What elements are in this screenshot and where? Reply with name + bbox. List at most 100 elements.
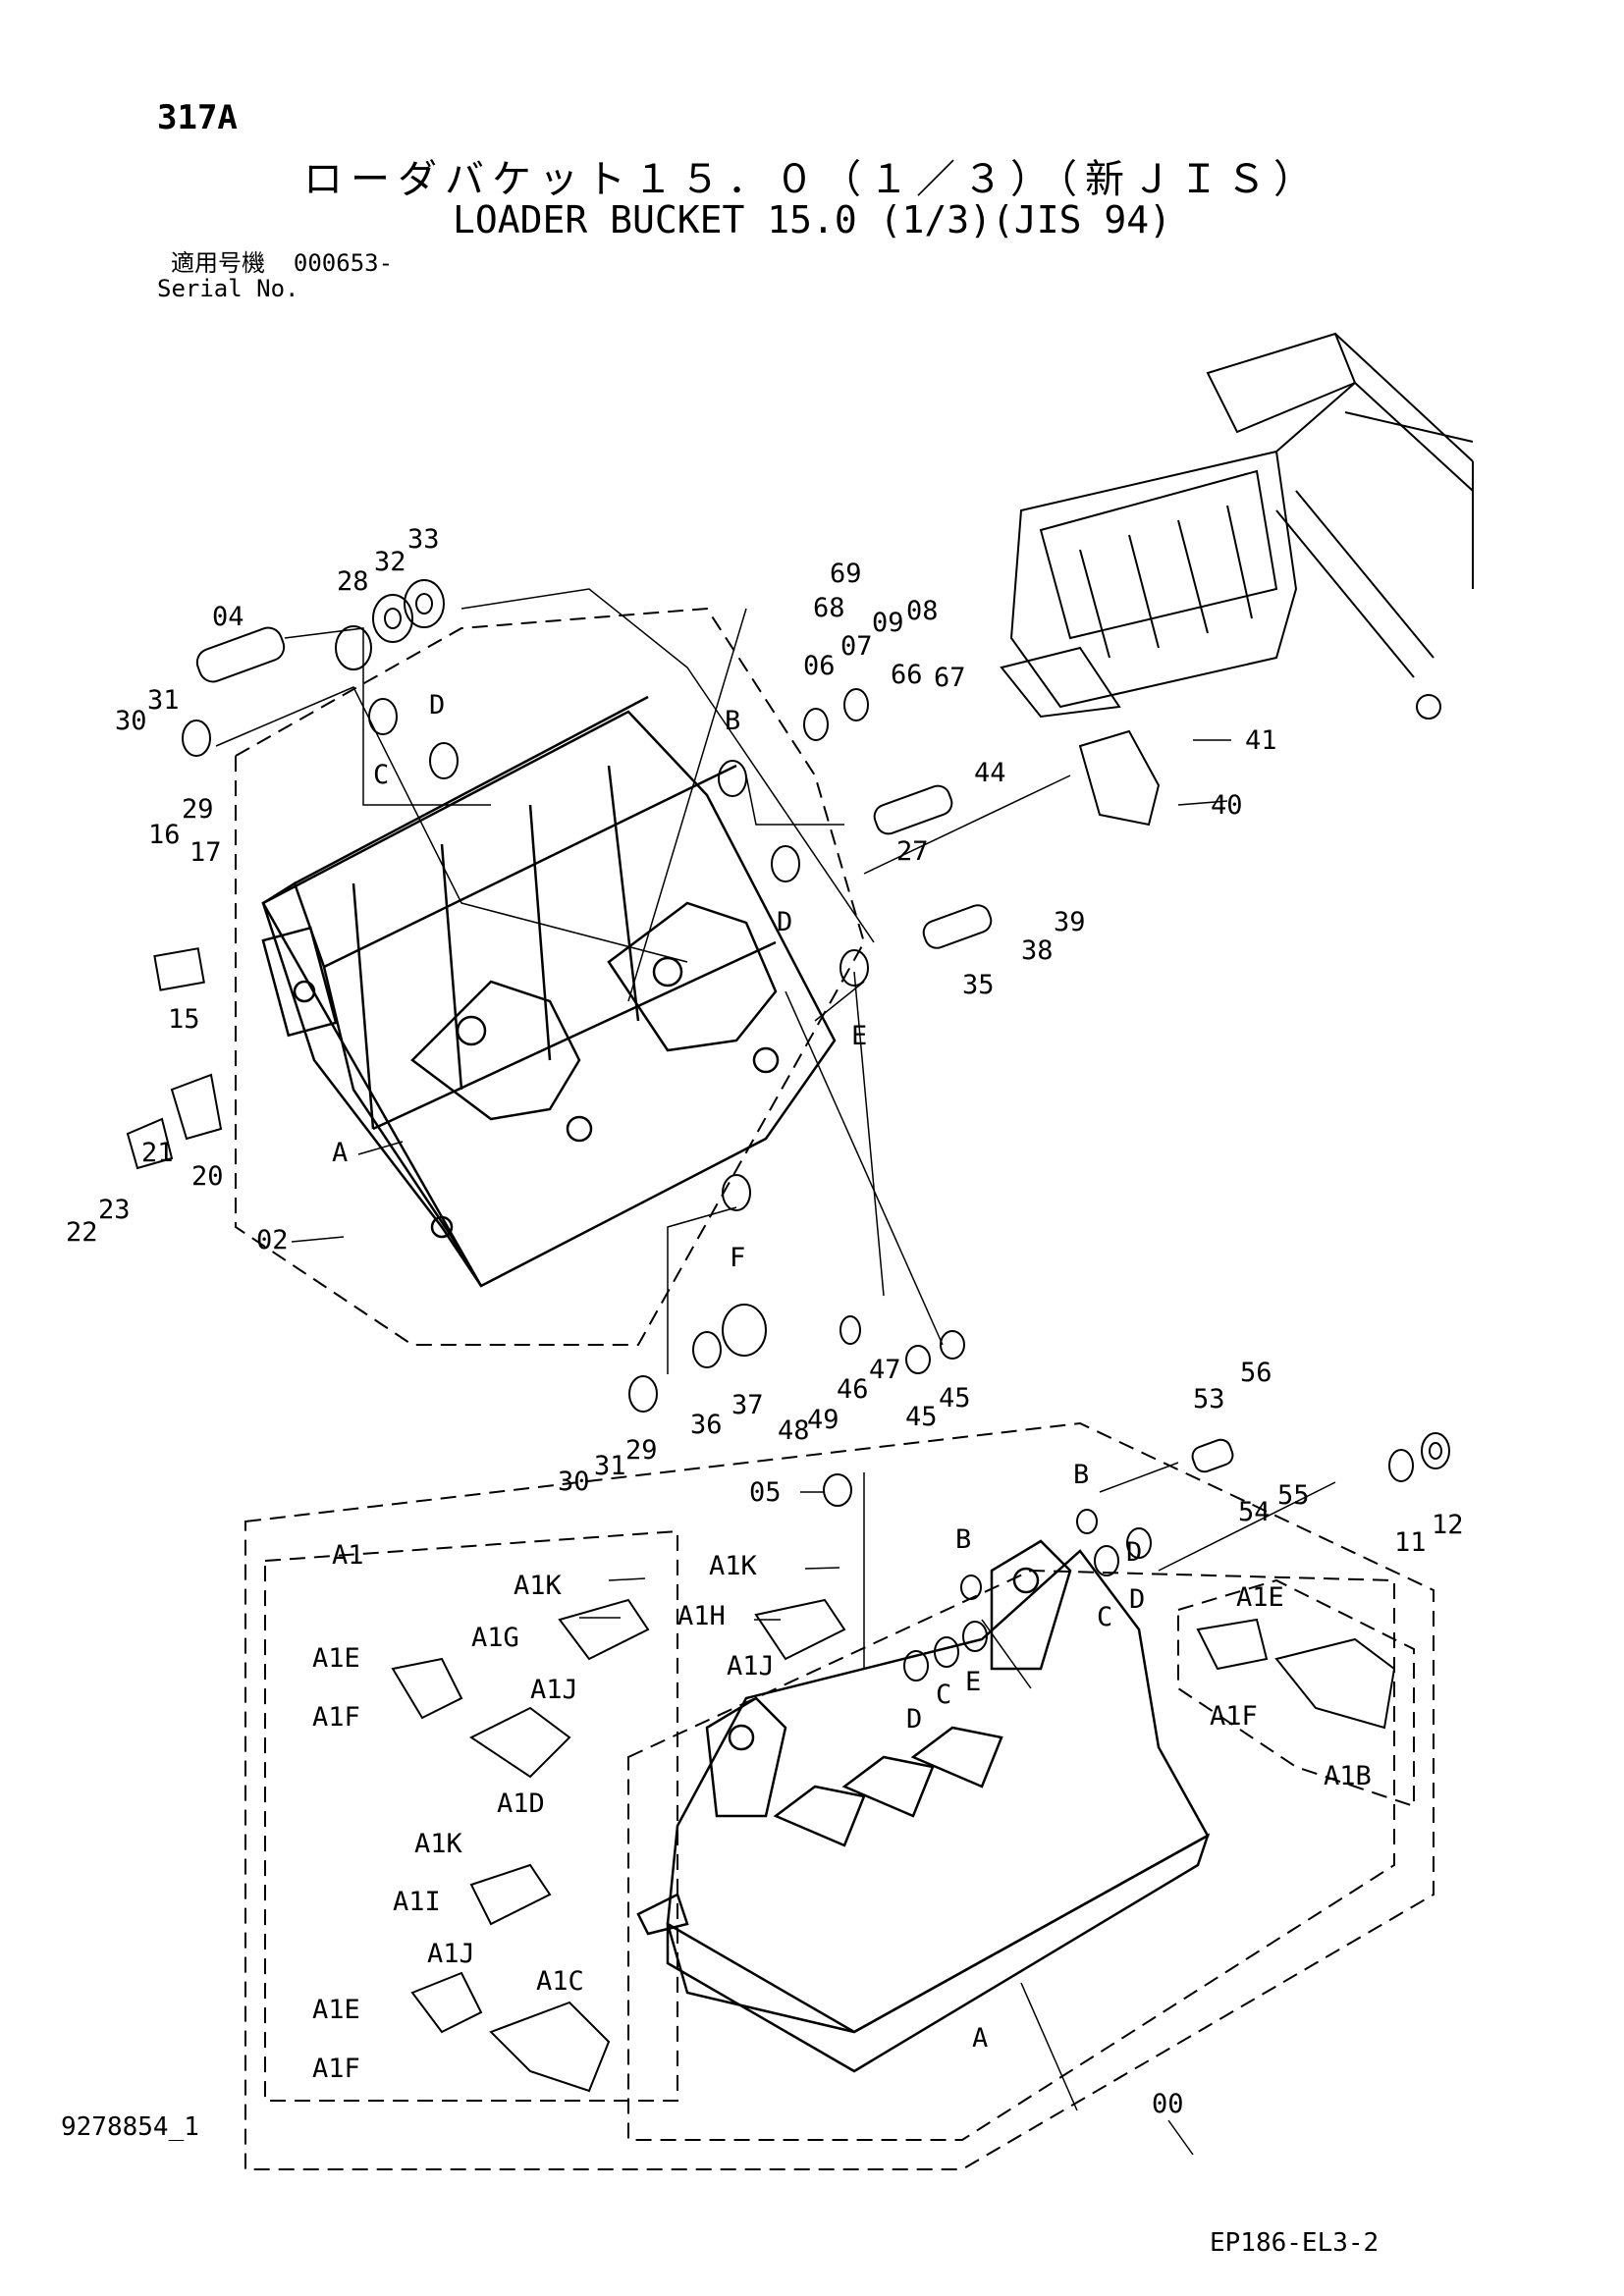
- callout-A-bucket: A: [972, 2023, 988, 2054]
- bushing-E-lower: [962, 1621, 988, 1652]
- callout-B-lower: B: [1073, 1460, 1089, 1490]
- callout-D-lower: D: [1129, 1584, 1145, 1615]
- callout-04: 04: [212, 602, 244, 632]
- callout-22: 22: [66, 1217, 98, 1248]
- callout-C-lower2: C: [936, 1680, 951, 1710]
- callout-F: F: [730, 1243, 745, 1273]
- document-number: 9278854_1: [61, 2112, 199, 2142]
- callout-02: 02: [256, 1225, 289, 1255]
- callout-31-top: 31: [147, 685, 180, 716]
- callout-45-a: 45: [905, 1402, 938, 1432]
- bushing-C-lower2: [934, 1636, 959, 1668]
- bushing-B-lower2: [960, 1575, 982, 1600]
- bushing-D-top: [429, 742, 459, 779]
- bushing-45b: [940, 1330, 965, 1360]
- callout-A1E-left-upper: A1E: [312, 1643, 360, 1674]
- callout-48: 48: [778, 1415, 810, 1446]
- outline-00-bucket-assembly: [244, 1421, 1435, 2170]
- callout-68: 68: [813, 593, 845, 623]
- callout-B-top: B: [725, 706, 740, 736]
- callout-08: 08: [906, 596, 939, 626]
- o-ring-05: [823, 1473, 852, 1507]
- callout-A1G: A1G: [471, 1623, 519, 1653]
- callout-44: 44: [974, 758, 1006, 788]
- callout-15: 15: [168, 1004, 200, 1035]
- bushing-F: [722, 1174, 751, 1211]
- plate-15: [153, 947, 205, 991]
- callout-53: 53: [1193, 1384, 1225, 1415]
- callout-B-lower2: B: [955, 1524, 971, 1555]
- loader-arm-illustration: [1000, 332, 1474, 720]
- callout-56: 56: [1240, 1358, 1272, 1388]
- bushing-D-lower: [1126, 1527, 1152, 1559]
- washer-37: [722, 1304, 767, 1357]
- bushing-C-lower: [1094, 1545, 1119, 1576]
- callout-A-frame: A: [332, 1138, 348, 1168]
- callout-00: 00: [1152, 2089, 1184, 2119]
- serial-block: 適用号機 000653- Serial No.: [157, 250, 393, 301]
- page-code: 317A: [157, 98, 238, 137]
- callout-A1K-c: A1K: [414, 1829, 463, 1859]
- outline-A1B-tooth-set: [1177, 1578, 1415, 1808]
- callout-37: 37: [731, 1390, 764, 1420]
- callout-40: 40: [1211, 790, 1243, 821]
- bracket-40: [1078, 729, 1161, 827]
- callout-45-b: 45: [939, 1383, 971, 1414]
- bushing-29-top: [182, 720, 211, 757]
- callout-E-lower: E: [965, 1667, 981, 1697]
- callout-A1J-b: A1J: [530, 1675, 578, 1705]
- callout-66: 66: [891, 660, 923, 690]
- bushing-D-mid: [771, 845, 800, 882]
- callout-07: 07: [840, 631, 873, 662]
- label-ticks: [291, 739, 1231, 2156]
- callout-38: 38: [1021, 935, 1054, 966]
- callout-32: 32: [374, 547, 406, 577]
- leader-lines: [215, 588, 1336, 1689]
- tooth-A1E-left-upper: [391, 1657, 463, 1720]
- pin-04: [195, 626, 286, 683]
- callout-30-bottom: 30: [558, 1467, 590, 1497]
- bushing-D-lower2: [903, 1650, 929, 1682]
- callout-36: 36: [690, 1410, 723, 1440]
- callout-A1: A1: [332, 1540, 364, 1571]
- callout-39: 39: [1054, 907, 1086, 937]
- callout-30-top: 30: [115, 706, 147, 736]
- callout-A1I: A1I: [393, 1887, 441, 1917]
- tooth-A1C: [489, 2001, 611, 2093]
- callout-47: 47: [869, 1355, 901, 1385]
- outline-02-frame: [235, 607, 866, 1346]
- shim-12: [1421, 1432, 1450, 1469]
- tooth-A1E-left-lower: [410, 1971, 483, 2034]
- callout-11: 11: [1394, 1527, 1427, 1558]
- callout-A1J-a: A1J: [727, 1651, 775, 1682]
- callout-A1K-a: A1K: [709, 1551, 758, 1581]
- callout-23: 23: [98, 1195, 131, 1225]
- tooth-A1I: [469, 1863, 552, 1926]
- shim-11: [1388, 1449, 1414, 1482]
- callout-A1E-right: A1E: [1236, 1582, 1284, 1613]
- callout-35: 35: [962, 970, 995, 1000]
- callout-A1F-left-lower: A1F: [312, 2054, 360, 2084]
- callout-21: 21: [141, 1138, 174, 1168]
- bushing-07: [843, 688, 869, 721]
- callout-A1C: A1C: [536, 1966, 584, 1997]
- callout-A1H: A1H: [677, 1601, 726, 1631]
- callout-27: 27: [896, 836, 929, 867]
- serial-label-en: Serial No.: [157, 275, 299, 302]
- callout-33: 33: [407, 524, 440, 555]
- callout-09: 09: [872, 608, 904, 638]
- serial-value: 000653-: [293, 249, 394, 277]
- shim-33: [404, 579, 445, 628]
- tooth-A1E-right: [1196, 1618, 1269, 1671]
- callout-41: 41: [1245, 725, 1277, 756]
- callout-16: 16: [148, 820, 181, 850]
- callout-A1J-c: A1J: [427, 1939, 475, 1969]
- callout-D-mid: D: [777, 907, 792, 937]
- washer-36: [692, 1331, 722, 1368]
- outline-A1-teeth-kit: [264, 1529, 678, 2102]
- callout-05: 05: [749, 1477, 782, 1508]
- callout-55: 55: [1277, 1480, 1310, 1511]
- callout-46: 46: [837, 1374, 869, 1405]
- pin-53: [1191, 1438, 1234, 1473]
- serial-label-jp: 適用号機: [171, 249, 265, 277]
